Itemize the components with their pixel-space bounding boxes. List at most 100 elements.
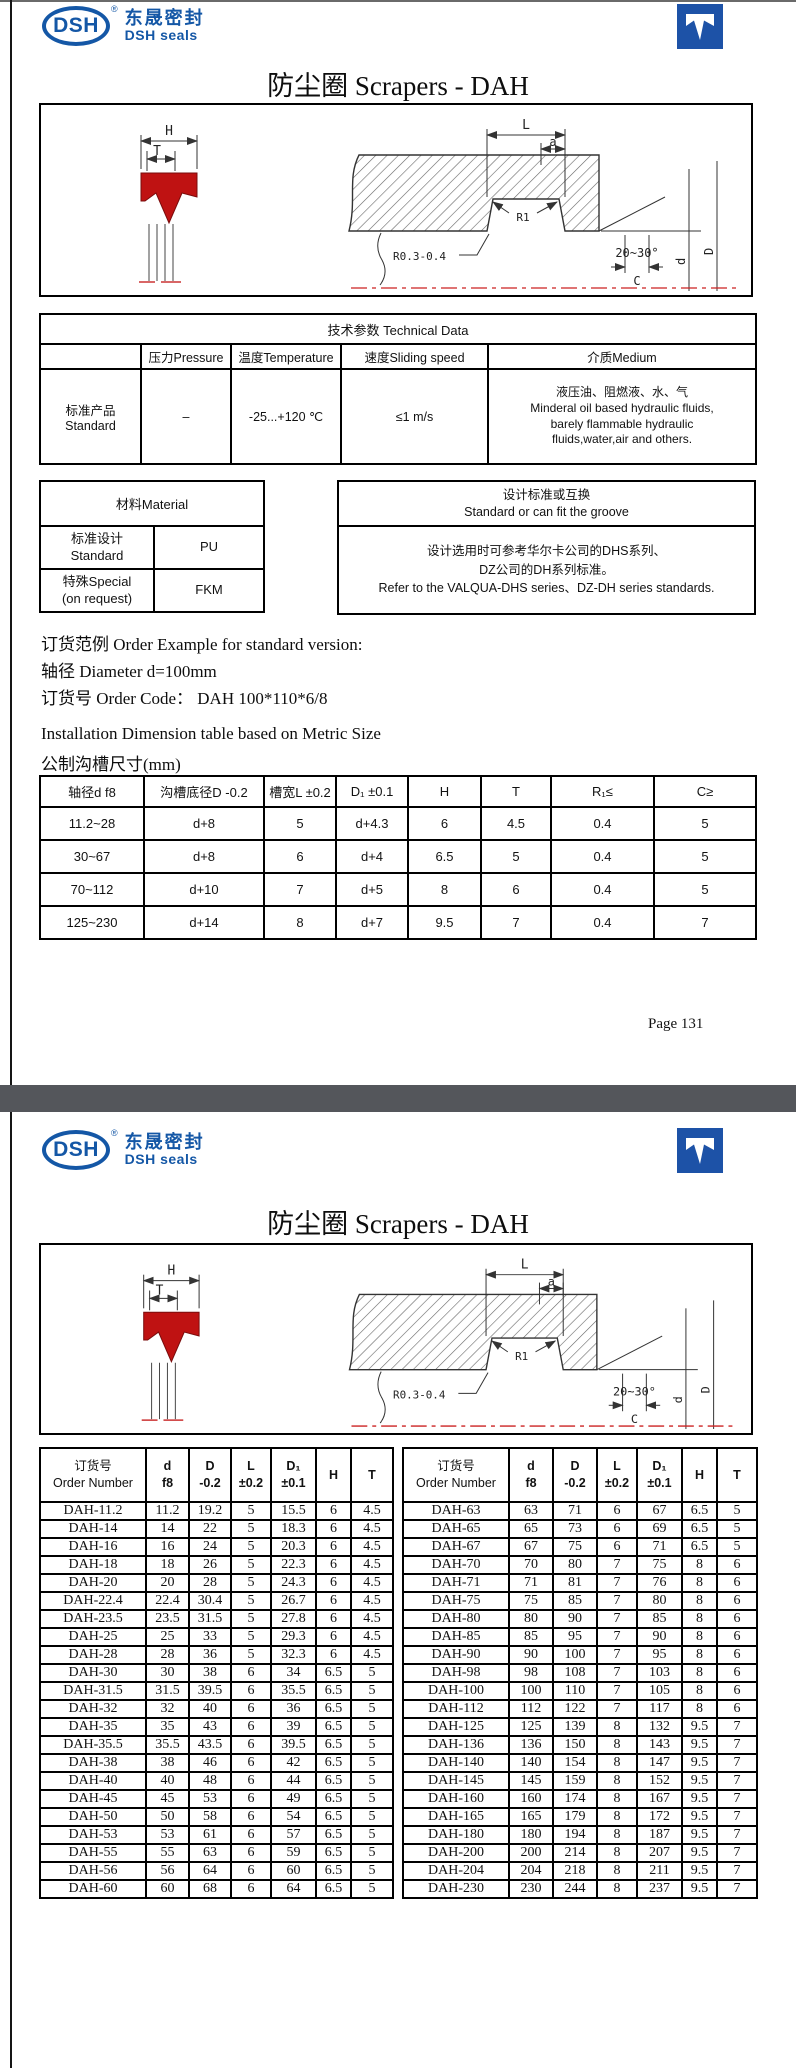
cell: 6.5 [315,1843,352,1863]
cell: 30.4 [188,1591,232,1611]
cell: 53 [188,1789,232,1809]
size-col-D1: D₁ ±0.1 [636,1447,683,1503]
cell: 标准设计 Standard [39,525,155,570]
cell: DAH-90 [402,1645,510,1665]
cell: DAH-160 [402,1789,510,1809]
cell: 8 [596,1879,638,1899]
cell: d+8 [143,806,265,841]
cell: 30~67 [39,839,145,874]
cell: 6 [315,1627,352,1647]
cell: 5 [716,1537,758,1557]
cell: 6 [480,872,552,907]
cell: 5 [350,1663,394,1683]
cell: 46 [188,1753,232,1773]
cell: 5 [653,839,757,874]
cell: 28 [145,1645,190,1665]
cell: DAH-63 [402,1501,510,1521]
cell: 6 [230,1753,272,1773]
cell: 7 [596,1591,638,1611]
cell: 58 [188,1807,232,1827]
cell: 8 [596,1735,638,1755]
dim-label-C: C [631,1412,638,1426]
size-col-L: L ±0.2 [596,1447,638,1503]
cell: 8 [681,1645,718,1665]
cell: 7 [596,1573,638,1593]
cell: 7 [596,1645,638,1665]
dim-label-L: L [522,118,530,133]
cell: 4.5 [350,1627,394,1647]
cell: 154 [552,1753,598,1773]
cell: DAH-71 [402,1573,510,1593]
cell: 38 [188,1663,232,1683]
cell: 8 [263,905,337,940]
technical-diagram-1: H T [39,103,753,297]
cell: 112 [508,1699,554,1719]
cell: 68 [188,1879,232,1899]
cell: 50 [145,1807,190,1827]
tech-col-blank [39,343,142,370]
cell: 39 [270,1717,317,1737]
metric-col-groove-dia: 沟槽底径D -0.2 [143,775,265,808]
cell: 5 [350,1753,394,1773]
cell: 35 [145,1717,190,1737]
cell: 5 [716,1501,758,1521]
cell: 6.5 [315,1789,352,1809]
cell: 20.3 [270,1537,317,1557]
cell: 6 [596,1519,638,1539]
cell: 6 [315,1573,352,1593]
cell: 179 [552,1807,598,1827]
dim-label-R1: R1 [515,1350,528,1363]
cell: 29.3 [270,1627,317,1647]
cell: DAH-70 [402,1555,510,1575]
seal-cross-section [140,172,198,225]
design-standard-body: 设计选用时可参考华尔卡公司的DHS系列、 DZ公司的DH系列标准。 Refer … [339,527,754,613]
cell: 5 [653,806,757,841]
cell: 6 [596,1537,638,1557]
cell: 207 [636,1843,683,1863]
cell: 230 [508,1879,554,1899]
cell: 45 [145,1789,190,1809]
cell: 19.2 [188,1501,232,1521]
logo-en: DSH seals [124,27,198,44]
cell: 7 [653,905,757,940]
design-body-cn-1: 设计选用时可参考华尔卡公司的DHS系列、 [427,543,666,558]
cell: 8 [407,872,482,907]
cell: 5 [350,1771,394,1791]
dim-label-R1: R1 [516,211,529,224]
cell: 60 [145,1879,190,1899]
cell: DAH-30 [39,1663,147,1683]
cell: DAH-165 [402,1807,510,1827]
cell: 172 [636,1807,683,1827]
cell: d+14 [143,905,265,940]
dim-label-T: T [156,1283,164,1298]
cell: 70 [508,1555,554,1575]
cell: 55 [145,1843,190,1863]
cell: 100 [508,1681,554,1701]
dim-label-angle: 20~30° [613,1384,656,1398]
seal-cross-section [143,1311,200,1364]
cell: 90 [508,1645,554,1665]
design-standard-box: 设计标准或互换 Standard or can fit the groove 设… [337,480,756,615]
cell: DAH-38 [39,1753,147,1773]
cell: 6.5 [681,1537,718,1557]
cell: 85 [508,1627,554,1647]
cell: 7 [596,1627,638,1647]
page-number: Page 131 [648,1016,704,1032]
cell: 28 [188,1573,232,1593]
cell: 80 [552,1555,598,1575]
cell: DAH-40 [39,1771,147,1791]
logo-text: 东晟密封 DSH seals [125,1133,205,1167]
